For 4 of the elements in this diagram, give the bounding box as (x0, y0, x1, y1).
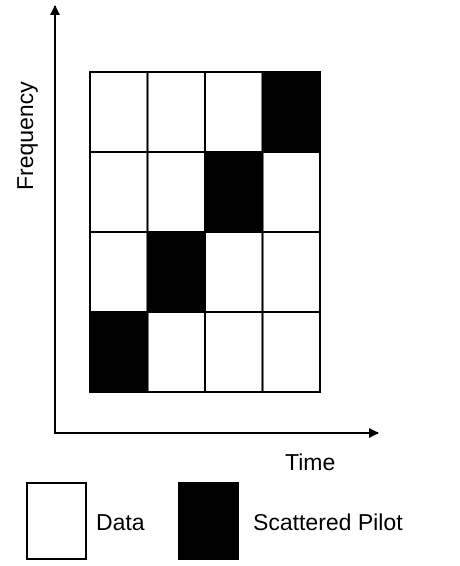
legend-label: Data (96, 511, 145, 534)
axis-label: Frequency (14, 81, 37, 190)
axis-label: Time (285, 451, 336, 474)
legend-label: Scattered Pilot (253, 511, 403, 534)
